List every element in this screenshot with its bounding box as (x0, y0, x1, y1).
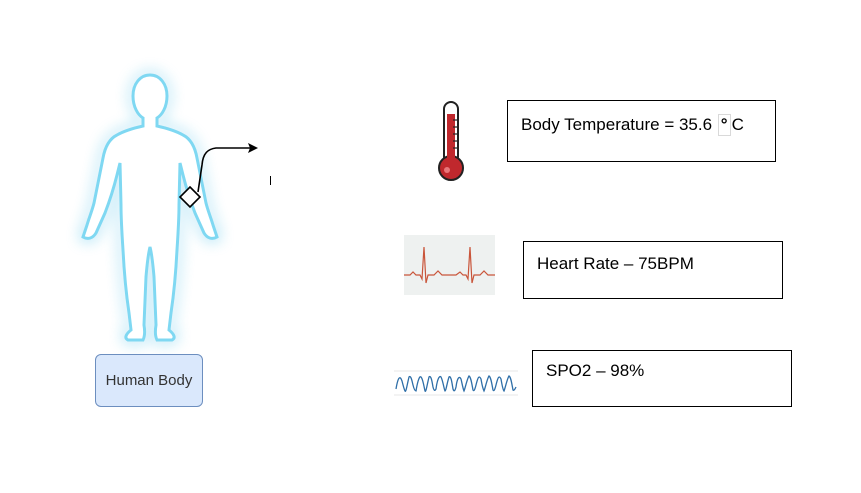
body-temperature-box: Body Temperature = 35.6 °C (507, 100, 776, 162)
spo2-box: SPO2 – 98% (532, 350, 792, 407)
ppg-waveform-icon (394, 365, 518, 401)
human-body-label-text: Human Body (105, 372, 193, 389)
human-body-icon (81, 73, 219, 342)
thermometer-icon (438, 101, 464, 181)
text-cursor-mark (270, 176, 271, 185)
human-body-label: Human Body (95, 354, 203, 407)
sensor-connector-arrow (178, 143, 258, 209)
spo2-text: SPO2 – 98% (546, 361, 645, 380)
temperature-unit: C (731, 115, 744, 134)
diamond-sensor-icon (178, 185, 202, 209)
ecg-waveform-icon (404, 235, 495, 295)
body-temperature-text: Body Temperature = 35.6 (521, 115, 713, 134)
degree-symbol: ° (717, 114, 731, 136)
heart-rate-text: Heart Rate – 75BPM (537, 254, 694, 273)
heart-rate-box: Heart Rate – 75BPM (523, 241, 783, 299)
